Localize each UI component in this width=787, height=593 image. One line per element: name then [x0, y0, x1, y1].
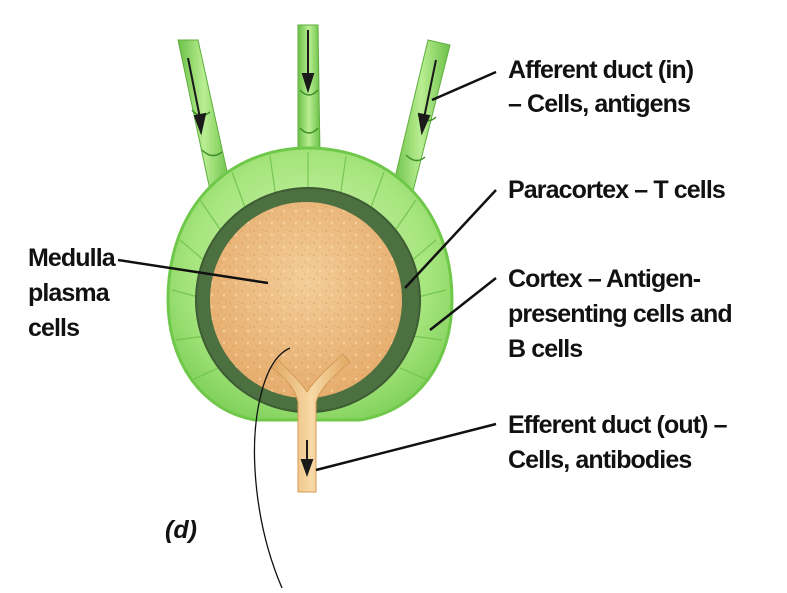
panel-label: (d) — [165, 516, 197, 544]
afferent-label: Afferent duct (in) – Cells, antigens — [508, 56, 695, 118]
medulla-label-line1: Medulla — [28, 244, 117, 272]
efferent-label-line2: Cells, antibodies — [508, 446, 691, 474]
paracortex-label: Paracortex – T cells — [508, 176, 725, 204]
leader-line-afferent — [431, 70, 497, 102]
afferent-flow-arrows — [187, 30, 437, 136]
arrow-icon — [300, 440, 314, 477]
medulla-label-line2: plasma — [28, 279, 111, 307]
handwritten-stroke — [253, 347, 291, 589]
cortex-label-line1: Cortex – Antigen- — [508, 265, 701, 293]
cortex-label-line2: presenting cells and — [508, 300, 732, 328]
efferent-label-line1: Efferent duct (out) – — [508, 411, 728, 439]
arrow-icon — [417, 59, 437, 136]
efferent-flow-arrow — [300, 440, 314, 477]
medulla-label-line3: cells — [28, 314, 79, 342]
efferent-duct — [271, 353, 351, 493]
leader-line-efferent — [315, 422, 497, 472]
afferent-label-line2: – Cells, antigens — [508, 90, 690, 118]
medulla-texture — [210, 202, 402, 398]
arrow-icon — [187, 57, 207, 136]
arrow-icon — [301, 30, 315, 94]
afferent-label-line1: Afferent duct (in) — [508, 56, 694, 84]
cortex-label-line3: B cells — [508, 335, 582, 363]
leader-lines — [117, 70, 497, 472]
cortex-septa — [171, 152, 447, 381]
medulla-label: Medulla plasma cells — [28, 244, 118, 342]
cortex-label: Cortex – Antigen- presenting cells and B… — [508, 265, 733, 363]
leader-line-medulla — [117, 258, 269, 285]
efferent-label: Efferent duct (out) – Cells, antibodies — [508, 411, 728, 474]
leader-line-paracortex — [404, 189, 497, 289]
leader-line-cortex — [429, 277, 497, 331]
